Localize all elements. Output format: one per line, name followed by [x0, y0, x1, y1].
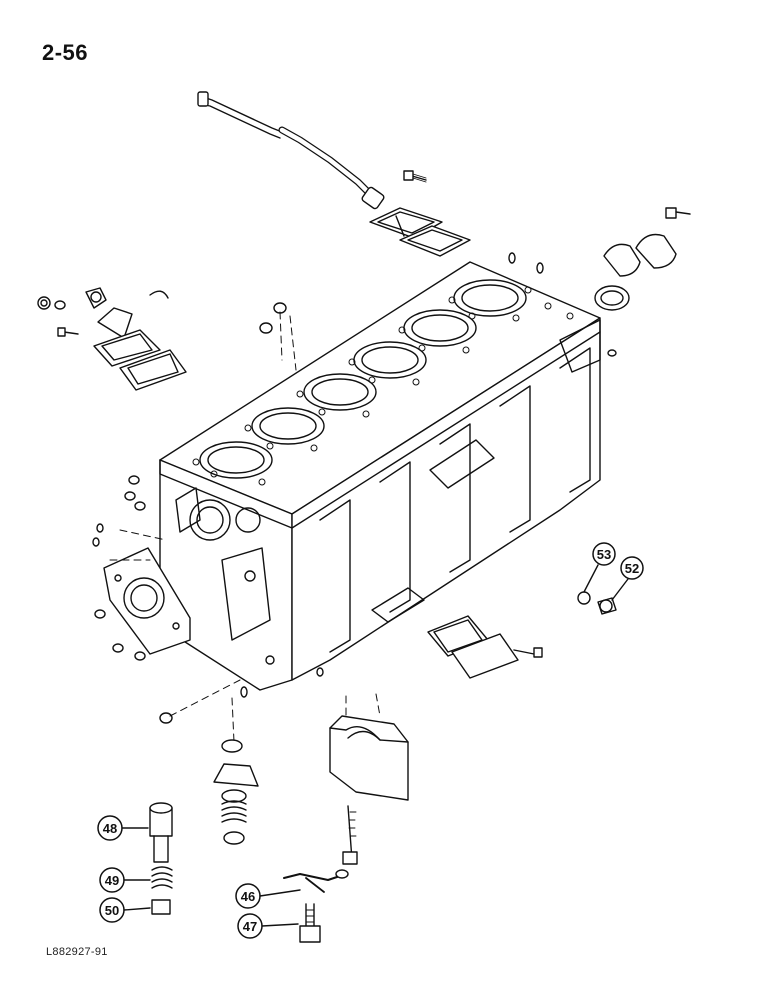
- svg-text:46: 46: [241, 889, 255, 904]
- callout-46: 46: [235, 883, 301, 909]
- callout-48: 48: [97, 815, 149, 841]
- plug-52-part: [577, 591, 617, 615]
- callout-52: 52: [611, 556, 644, 601]
- svg-text:50: 50: [105, 903, 119, 918]
- front-adapter-plate: [103, 547, 191, 655]
- dowels-and-plugs: [92, 252, 544, 724]
- svg-text:53: 53: [597, 547, 611, 562]
- cylinder-block: [159, 261, 601, 691]
- page-number: 2-56: [42, 40, 89, 65]
- callout-47: 47: [237, 913, 299, 939]
- dipstick-bolt: [403, 170, 427, 183]
- relief-valve-parts: [149, 802, 173, 915]
- drawing-reference: L882927-91: [46, 946, 108, 958]
- side-cover-and-gasket: [427, 615, 543, 679]
- svg-text:47: 47: [243, 919, 257, 934]
- svg-text:48: 48: [103, 821, 117, 836]
- dipstick-gasket-flange: [369, 207, 471, 257]
- spray-jet-parts: [283, 869, 349, 943]
- assembly-leader-lines: [109, 311, 381, 743]
- rear-cover-plates: [594, 207, 691, 357]
- svg-text:49: 49: [105, 873, 119, 888]
- piston-cooling-valve: [213, 739, 259, 845]
- callout-53: 53: [583, 542, 616, 593]
- dipstick-tube: [197, 91, 385, 210]
- main-bearing-cap: [329, 715, 409, 865]
- callout-49: 49: [99, 867, 151, 893]
- svg-text:52: 52: [625, 561, 639, 576]
- callout-50: 50: [99, 897, 151, 923]
- thermostat-housing-parts: [37, 287, 187, 391]
